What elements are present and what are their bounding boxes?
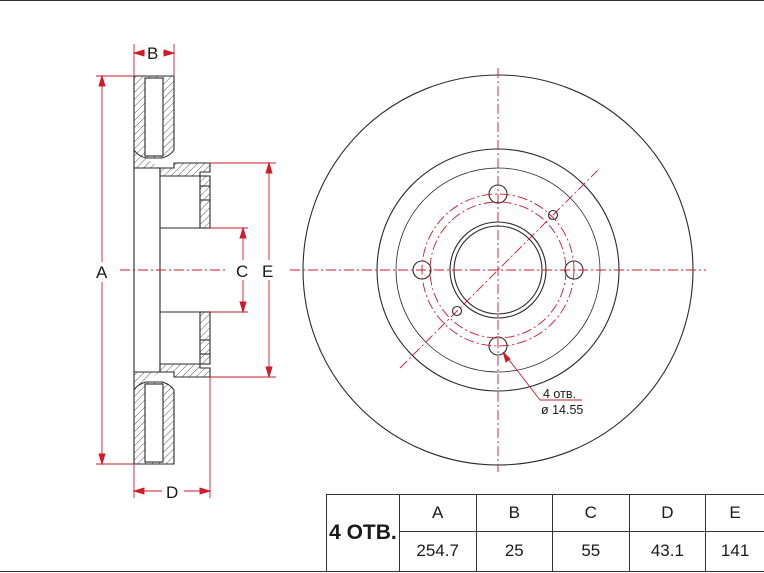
bottom-border bbox=[0, 571, 764, 572]
hole-callout-leader bbox=[502, 351, 582, 401]
locator-hole-lower bbox=[451, 305, 463, 317]
header-b: B bbox=[475, 494, 554, 532]
lower-vent bbox=[144, 383, 164, 463]
value-b: 25 bbox=[475, 530, 554, 573]
dim-label-e: E bbox=[262, 262, 273, 281]
bolt-pitch-circle bbox=[421, 193, 575, 347]
header-d: D bbox=[628, 494, 707, 532]
dim-label-c: C bbox=[236, 262, 248, 281]
front-centerlines bbox=[290, 68, 706, 472]
hole-callout-diameter: ø 14.55 bbox=[541, 403, 583, 417]
hub-wall-upper bbox=[199, 175, 211, 229]
hub-wall-lower bbox=[199, 311, 211, 365]
value-c: 55 bbox=[552, 530, 630, 573]
locator-pitch-circle bbox=[429, 201, 567, 339]
holes-count-label: 4 ОТВ. bbox=[326, 494, 400, 572]
value-e: 141 bbox=[705, 530, 764, 573]
header-c: C bbox=[552, 494, 630, 532]
header-e: E bbox=[705, 494, 764, 532]
top-border bbox=[0, 0, 764, 1]
bolt-hole-bottom bbox=[488, 336, 508, 356]
dimension-lines bbox=[96, 44, 276, 498]
dim-label-b: B bbox=[147, 44, 158, 63]
value-d: 43.1 bbox=[628, 530, 707, 573]
hole-callout-count: 4 отв. bbox=[543, 387, 576, 401]
locator-hole-upper bbox=[547, 209, 559, 221]
value-a: 254.7 bbox=[398, 530, 477, 573]
dim-label-d: D bbox=[166, 483, 178, 502]
upper-vent bbox=[144, 77, 164, 157]
dim-label-a: A bbox=[96, 263, 108, 282]
header-a: A bbox=[398, 494, 477, 532]
upper-hub bbox=[133, 150, 211, 177]
lower-hub bbox=[133, 363, 211, 390]
dimension-table: 4 ОТВ. A B C D E 254.7 25 55 43.1 141 bbox=[326, 494, 764, 573]
